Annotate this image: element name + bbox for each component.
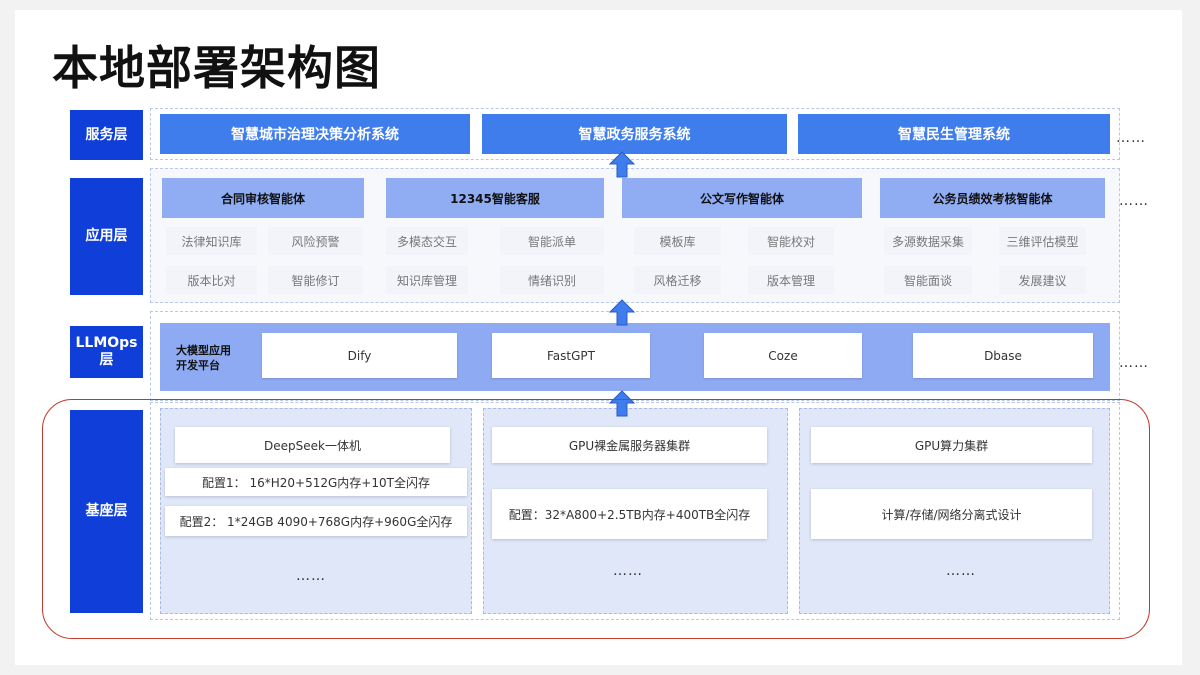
gpu-compute-ellipsis: …… [946, 563, 976, 579]
tool-coze: Coze [704, 333, 862, 378]
platform-label: 大模型应用 开发平台 [176, 343, 231, 373]
layer-label-llmops: LLMOps 层 [70, 326, 143, 378]
gpu-bare-metal-ellipsis: …… [613, 563, 643, 579]
service-layer-ellipsis: …… [1116, 130, 1146, 146]
feature-emotion-recognition: 情绪识别 [500, 266, 604, 294]
feature-style-transfer: 风格迁移 [634, 266, 721, 294]
service-system-livelihood: 智慧民生管理系统 [798, 114, 1110, 154]
agent-performance-review: 公务员绩效考核智能体 [880, 178, 1105, 218]
base-layer-highlight-outline [42, 399, 1150, 639]
service-system-government-affairs: 智慧政务服务系统 [482, 114, 787, 154]
service-system-city-governance: 智慧城市治理决策分析系统 [160, 114, 470, 154]
application-layer-ellipsis: …… [1119, 193, 1149, 209]
service-layer-region [150, 108, 1120, 160]
arrow-up-icon [609, 299, 635, 326]
platform-label-line1: 大模型应用 [176, 344, 231, 357]
feature-data-collection: 多源数据采集 [884, 227, 972, 255]
feature-legal-knowledge: 法律知识库 [166, 227, 257, 255]
gpu-compute-cluster-card: GPU算力集群 [811, 427, 1092, 463]
feature-template-library: 模板库 [634, 227, 721, 255]
arrow-up-icon [609, 390, 635, 417]
feature-risk-warning: 风险预警 [268, 227, 363, 255]
arrow-up-icon [609, 151, 635, 178]
feature-smart-dispatch: 智能派单 [500, 227, 604, 255]
agent-contract-review: 合同审核智能体 [162, 178, 364, 218]
tool-fastgpt: FastGPT [492, 333, 650, 378]
tool-dbase: Dbase [913, 333, 1093, 378]
layer-label-service: 服务层 [70, 110, 143, 160]
layer-label-base: 基座层 [70, 410, 143, 613]
agent-document-writing: 公文写作智能体 [622, 178, 862, 218]
layer-label-llmops-line2: 层 [99, 352, 114, 368]
deepseek-config-1: 配置1： 16*H20+512G内存+10T全闪存 [165, 468, 467, 496]
gpu-compute-config: 计算/存储/网络分离式设计 [811, 489, 1092, 539]
page-title: 本地部署架构图 [52, 41, 381, 95]
llmops-layer-ellipsis: …… [1119, 355, 1149, 371]
agent-12345-service: 12345智能客服 [386, 178, 604, 218]
feature-version-compare: 版本比对 [166, 266, 257, 294]
feature-multimodal: 多模态交互 [386, 227, 468, 255]
gpu-bare-metal-card: GPU裸金属服务器集群 [492, 427, 767, 463]
feature-version-management: 版本管理 [748, 266, 834, 294]
feature-smart-revision: 智能修订 [268, 266, 363, 294]
llmops-layer-region [150, 311, 1120, 401]
platform-label-line2: 开发平台 [176, 359, 220, 372]
feature-smart-interview: 智能面谈 [884, 266, 972, 294]
tool-dify: Dify [262, 333, 457, 378]
feature-kb-management: 知识库管理 [386, 266, 468, 294]
base-layer-region [150, 402, 1120, 620]
feature-development-advice: 发展建议 [999, 266, 1086, 294]
deepseek-ellipsis: …… [296, 568, 326, 584]
feature-3d-evaluation: 三维评估模型 [999, 227, 1086, 255]
deepseek-config-2: 配置2： 1*24GB 4090+768G内存+960G全闪存 [165, 506, 467, 536]
deepseek-appliance-card: DeepSeek一体机 [175, 427, 450, 463]
layer-label-llmops-line1: LLMOps [75, 335, 138, 351]
layer-label-application: 应用层 [70, 178, 143, 295]
feature-smart-proofread: 智能校对 [748, 227, 834, 255]
gpu-bare-metal-config: 配置：32*A800+2.5TB内存+400TB全闪存 [492, 489, 767, 539]
